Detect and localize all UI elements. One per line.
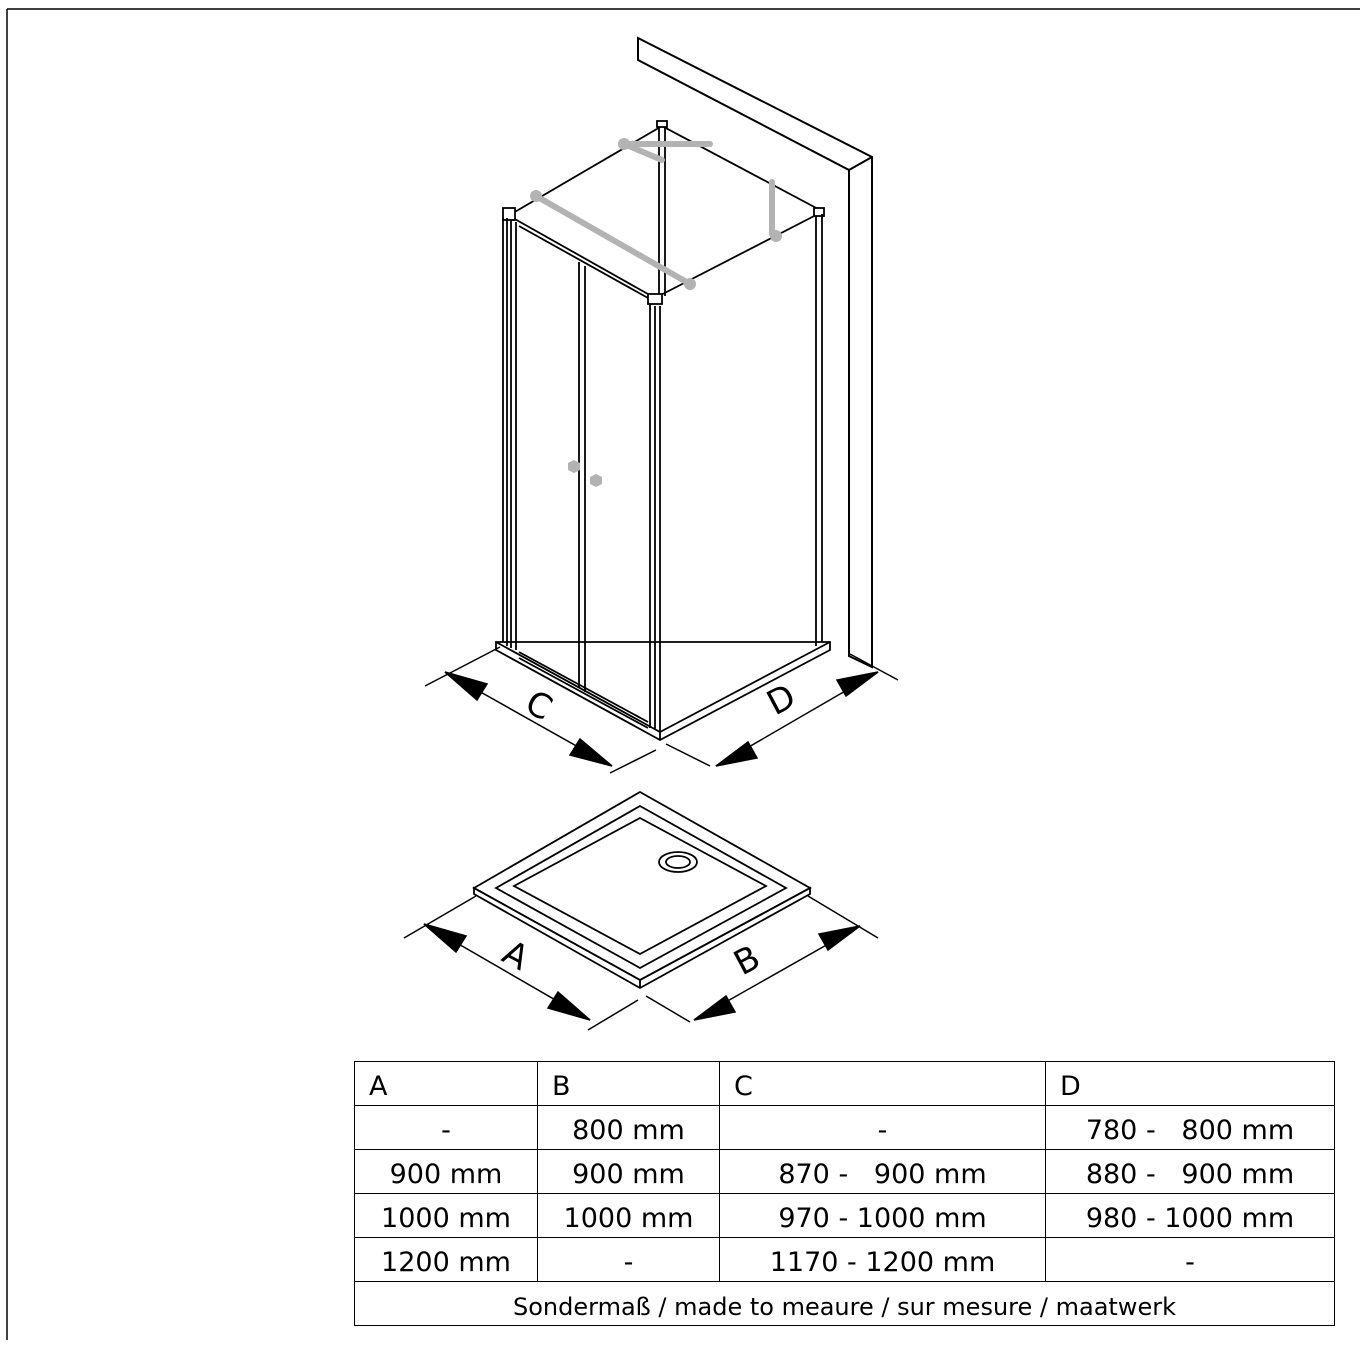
- dimension-label-b: B: [727, 938, 766, 984]
- table-cell: 900 mm: [537, 1149, 720, 1194]
- front-corner-post: [647, 293, 663, 732]
- table-cell: 880 - 900 mm: [1045, 1149, 1335, 1194]
- front-left-post: [502, 207, 517, 650]
- table-row: 1000 mm 1000 mm 970 - 1000 mm 980 - 1000…: [354, 1193, 1335, 1238]
- table-row: - 800 mm - 780 - 800 mm: [354, 1105, 1335, 1150]
- table-footer-row: Sondermaß / made to meaure / sur mesure …: [354, 1281, 1335, 1326]
- table-header-row: A B C D: [354, 1061, 1335, 1106]
- stabiliser-bars: [533, 141, 775, 287]
- table-cell: 980 - 1000 mm: [1045, 1193, 1335, 1238]
- dimension-c: [424, 646, 657, 774]
- front-door-panels: [518, 225, 649, 729]
- table-cell: 970 - 1000 mm: [719, 1193, 1046, 1238]
- table-row: 900 mm 900 mm 870 - 900 mm 880 - 900 mm: [354, 1149, 1335, 1194]
- dimension-d: [665, 653, 899, 767]
- dimension-label-c: C: [519, 683, 559, 729]
- table-cell: 1170 - 1200 mm: [719, 1237, 1046, 1282]
- shower-tray: [472, 790, 812, 990]
- door-handle: [568, 460, 602, 487]
- dimension-b: [645, 895, 879, 1023]
- dimension-label-a: A: [496, 933, 535, 979]
- table-cell: -: [537, 1237, 720, 1282]
- stabiliser-joints: [530, 138, 782, 290]
- enclosure-top-frame: [512, 125, 821, 299]
- table-cell: 800 mm: [537, 1105, 720, 1150]
- custom-size-note: Sondermaß / made to meaure / sur mesure …: [354, 1281, 1335, 1326]
- table-cell: -: [719, 1105, 1046, 1150]
- header-cell-b: B: [537, 1061, 720, 1106]
- table-cell: 1000 mm: [537, 1193, 720, 1238]
- table-cell: -: [1045, 1237, 1335, 1282]
- table-cell: 1200 mm: [354, 1237, 538, 1282]
- dimension-a: [403, 895, 639, 1031]
- header-cell-a: A: [354, 1061, 538, 1106]
- back-wall: [637, 36, 873, 669]
- dimension-table: A B C D - 800 mm - 780 - 800 mm 900 mm 9…: [354, 1061, 1335, 1326]
- header-cell-d: D: [1045, 1061, 1335, 1106]
- table-cell: 780 - 800 mm: [1045, 1105, 1335, 1150]
- table-cell: 900 mm: [354, 1149, 538, 1194]
- header-cell-c: C: [719, 1061, 1046, 1106]
- drain-icon: [658, 851, 698, 873]
- table-cell: 1000 mm: [354, 1193, 538, 1238]
- table-cell: 870 - 900 mm: [719, 1149, 1046, 1194]
- table-row: 1200 mm - 1170 - 1200 mm -: [354, 1237, 1335, 1282]
- table-cell: -: [354, 1105, 538, 1150]
- right-wall-post: [813, 207, 825, 646]
